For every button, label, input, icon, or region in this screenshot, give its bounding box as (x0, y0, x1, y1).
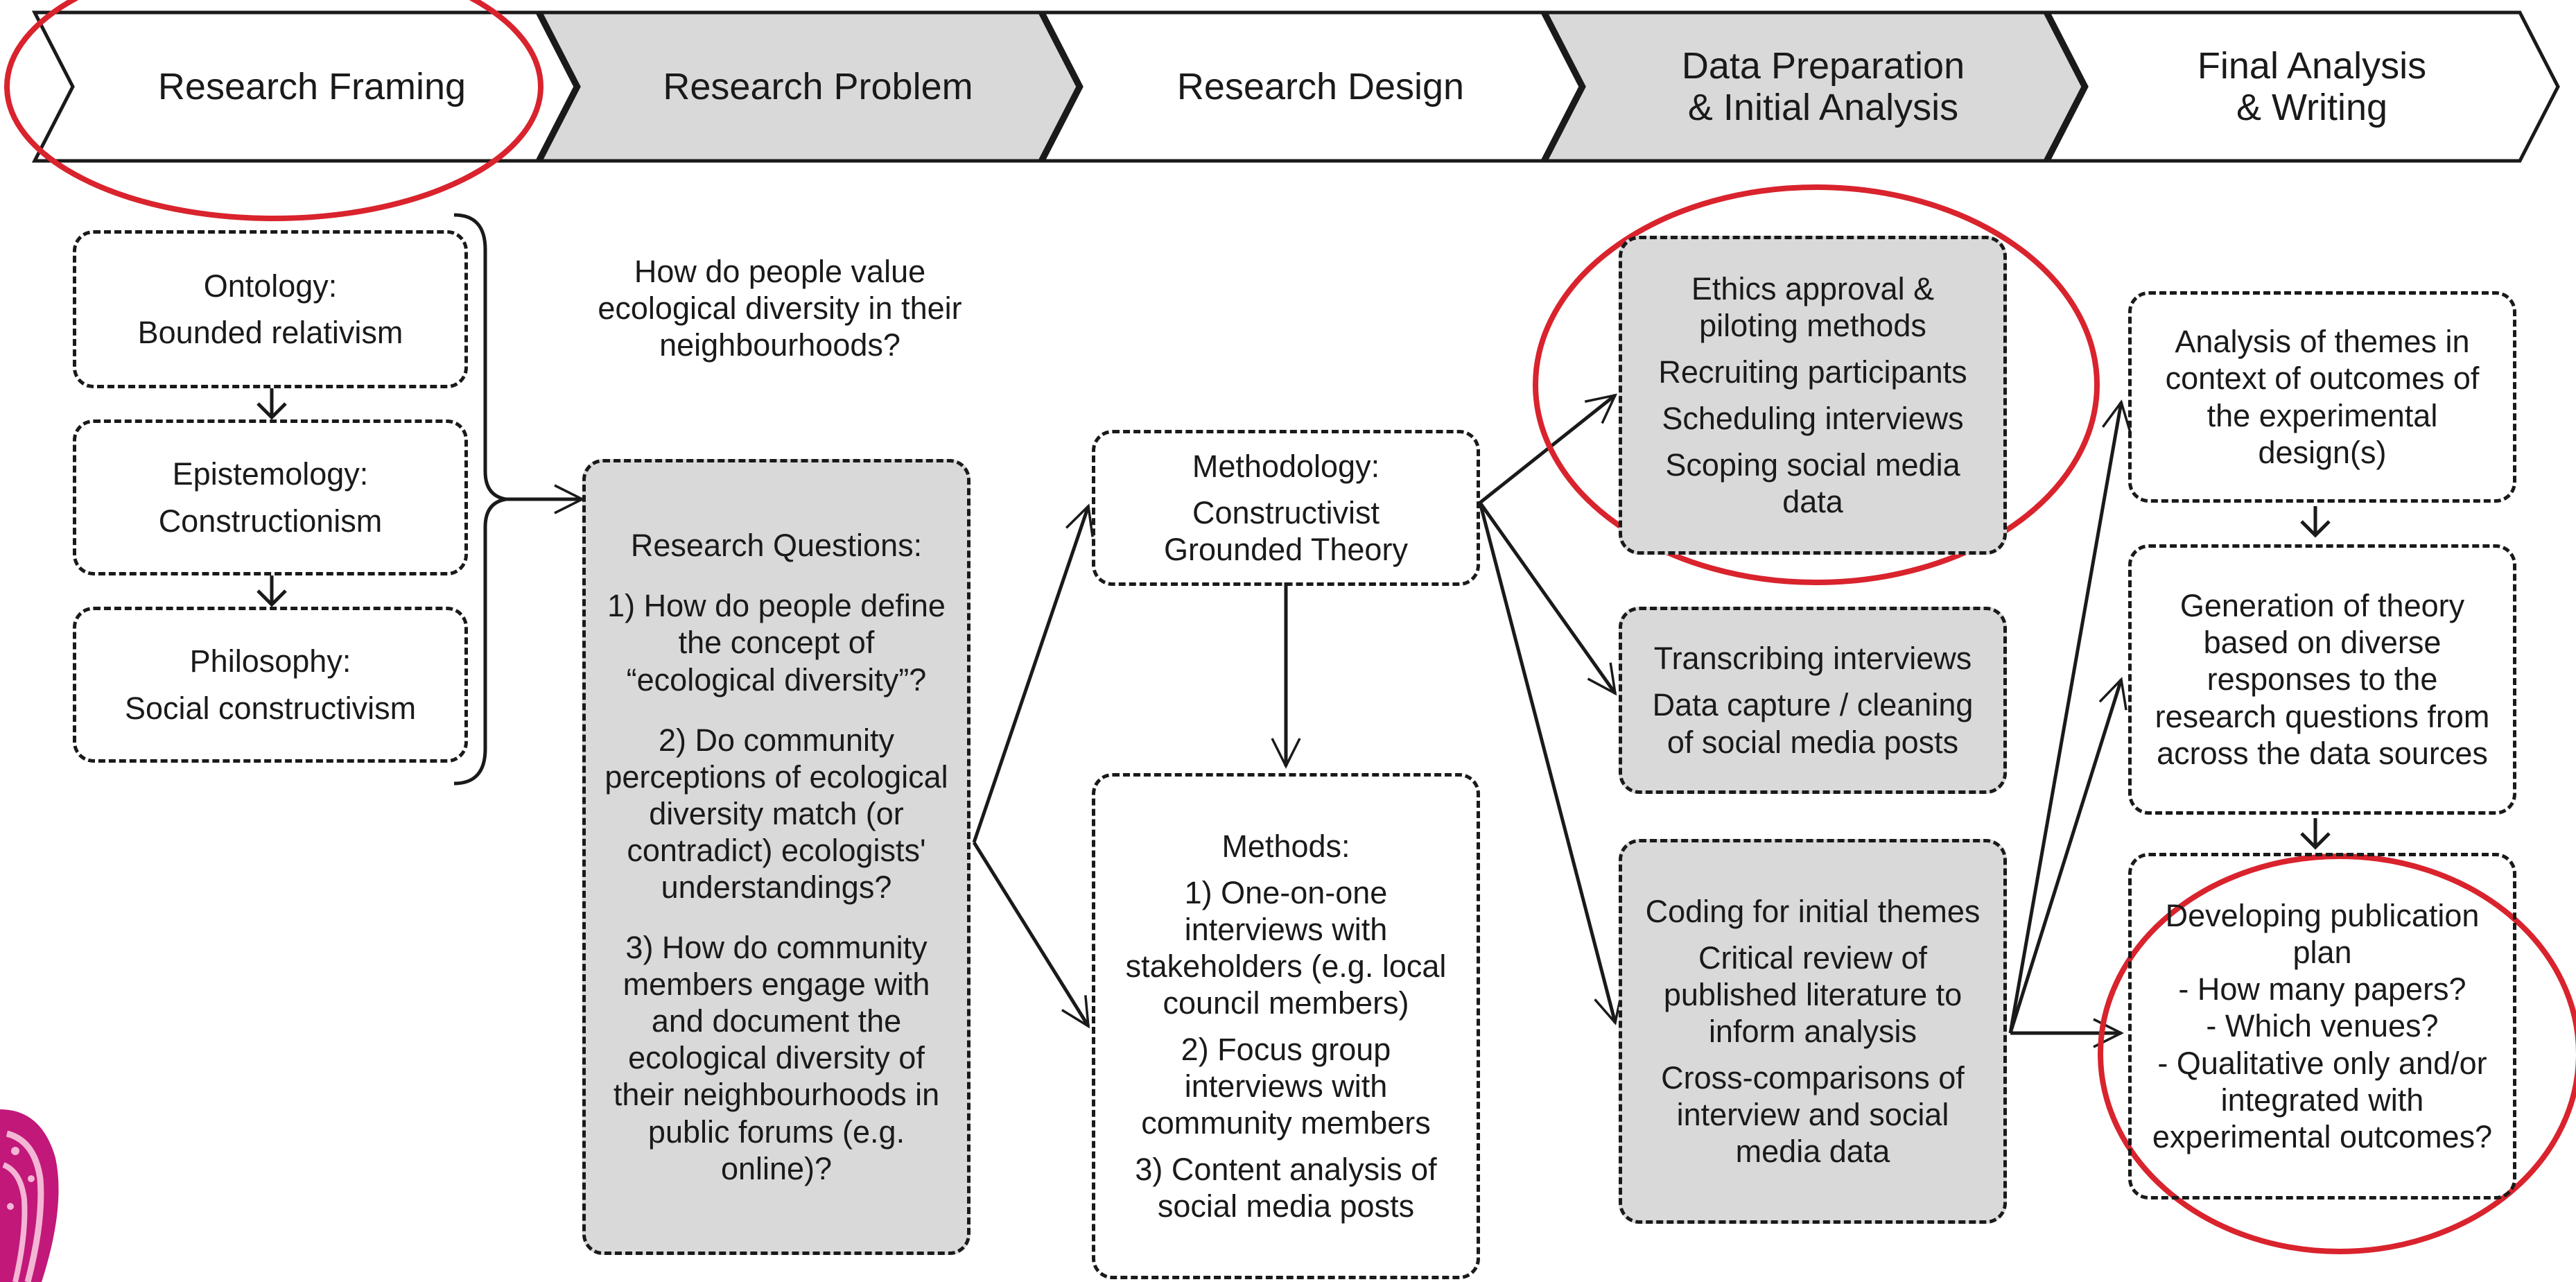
stage-label-data-preparation: Data Preparation & Initial Analysis (1681, 44, 1965, 128)
methods-title: Methods: (1221, 828, 1350, 864)
stage-label-final-analysis: Final Analysis & Writing (2197, 44, 2427, 128)
publication-plan-item-2: - Which venues? (2206, 1008, 2439, 1044)
research-question-3: 3) How do community members engage with … (613, 930, 940, 1186)
ontology-title: Ontology: (203, 268, 338, 304)
prep-item-transcribing: Transcribing interviews (1653, 641, 1972, 677)
final-analysis-text: Analysis of themes in context of outcome… (2165, 324, 2480, 470)
stage-chevron-data-preparation (1542, 10, 2085, 163)
prep-item-recruiting: Recruiting participants (1658, 354, 1967, 390)
stage-chevron-research-design (1040, 10, 1583, 163)
research-questions-title: Research Questions: (630, 528, 923, 564)
final-box-analysis: Analysis of themes in context of outcome… (2128, 291, 2516, 503)
publication-plan-item-1: - How many papers? (2178, 971, 2466, 1007)
stage-label-research-problem: Research Problem (663, 65, 973, 107)
stage-label-research-design: Research Design (1176, 65, 1465, 107)
prep-to-final-arrows (2008, 399, 2132, 1048)
final-box-publication: Developing publication plan - How many p… (2128, 853, 2516, 1199)
final-down-arrows (2300, 506, 2331, 850)
epistemology-box: Epistemology: Constructionism (73, 419, 468, 575)
methods-box: Methods: 1) One-on-one interviews with s… (1092, 773, 1480, 1279)
stage-chevron-research-framing (31, 10, 577, 163)
red-highlight-ellipses (4, 0, 2576, 1254)
highlight-research-framing (4, 0, 543, 221)
prep-item-literature: Critical review of published literature … (1663, 939, 1963, 1049)
prep-item-scoping: Scoping social media data (1665, 447, 1960, 520)
highlight-publication-plan (2098, 854, 2576, 1254)
prep-item-scheduling: Scheduling interviews (1662, 401, 1964, 436)
stage-chevron-research-problem (537, 10, 1080, 163)
guiding-question: How do people value ecological diversity… (598, 254, 962, 363)
research-questions-box: Research Questions: 1) How do people def… (582, 459, 971, 1255)
highlight-prep-box1 (1533, 184, 2100, 585)
philosophy-value: Social constructivism (124, 690, 417, 726)
ontology-box: Ontology: Bounded relativism (73, 230, 468, 388)
logo-mark (0, 1109, 59, 1282)
epistemology-value: Constructionism (158, 503, 383, 539)
publication-plan-item-3: - Qualitative only and/or integrated wit… (2152, 1045, 2493, 1154)
prep-box-transcribing: Transcribing interviews Data capture / c… (1619, 607, 2007, 794)
prep-item-cross-comparisons: Cross-comparisons of interview and socia… (1661, 1060, 1965, 1170)
rq-to-methods-arrow (972, 841, 1090, 1029)
stage-chevron-final-analysis (2045, 10, 2560, 163)
prep-box-ethics: Ethics approval & piloting methods Recru… (1619, 236, 2007, 555)
methodology-title: Methodology: (1192, 448, 1380, 484)
framing-down-arrows (256, 388, 287, 607)
methodology-box: Methodology: Constructivist Grounded The… (1092, 430, 1480, 586)
method-2: 2) Focus group interviews with community… (1141, 1032, 1431, 1141)
final-box-theory: Generation of theory based on diverse re… (2128, 544, 2516, 815)
philosophy-title: Philosophy: (189, 643, 351, 679)
prep-box-coding: Coding for initial themes Critical revie… (1619, 839, 2007, 1224)
final-theory-text: Generation of theory based on diverse re… (2155, 588, 2490, 771)
method-1: 1) One-on-one interviews with stakeholde… (1125, 874, 1447, 1021)
publication-plan-title: Developing publication plan (2165, 898, 2480, 971)
research-question-1: 1) How do people define the concept of “… (607, 588, 946, 698)
methodology-to-prep-arrows (1478, 393, 1624, 1025)
philosophy-box: Philosophy: Social constructivism (73, 607, 468, 763)
method-3: 3) Content analysis of social media post… (1135, 1152, 1437, 1224)
stage-label-research-framing: Research Framing (157, 65, 467, 107)
prep-item-coding: Coding for initial themes (1645, 893, 1981, 929)
methodology-value: Constructivist Grounded Theory (1164, 494, 1408, 568)
ontology-value: Bounded relativism (137, 315, 403, 350)
research-question-2: 2) Do community perceptions of ecologica… (604, 722, 948, 905)
prep-item-data-capture: Data capture / cleaning of social media … (1652, 687, 1974, 760)
rq-to-methodology-arrow (972, 503, 1094, 843)
epistemology-title: Epistemology: (172, 456, 369, 492)
prep-item-ethics: Ethics approval & piloting methods (1691, 270, 1935, 343)
